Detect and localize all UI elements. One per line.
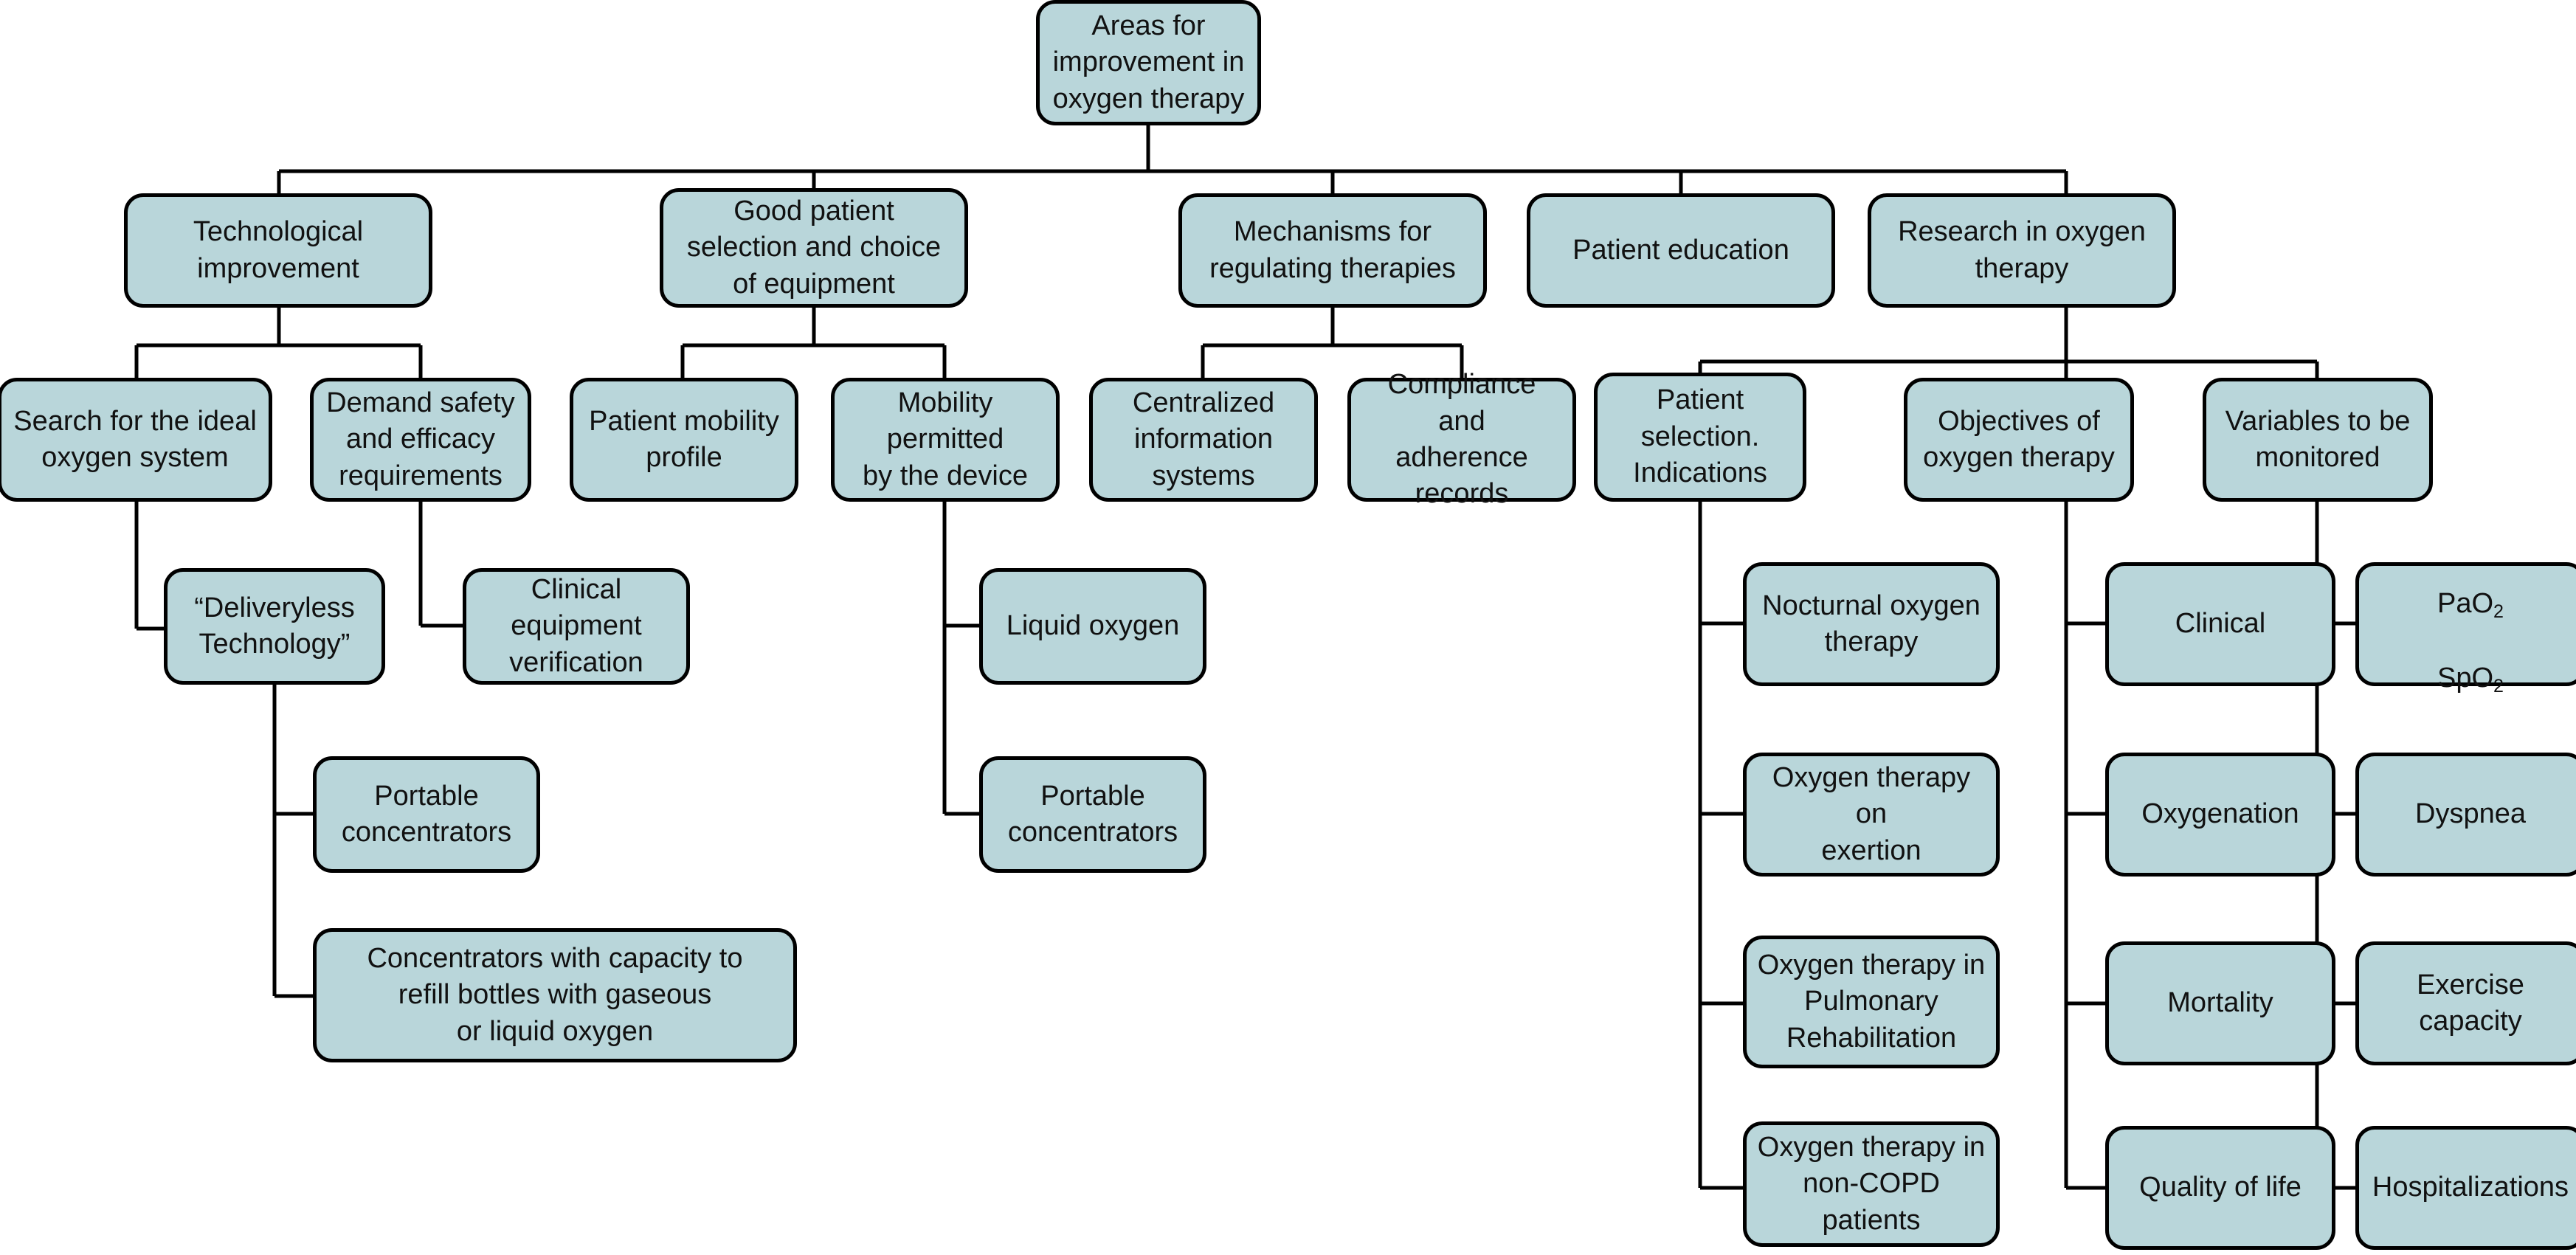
node-patient-education[interactable]: Patient education — [1527, 193, 1835, 308]
node-demand-safety-efficacy[interactable]: Demand safety and efficacy requirements — [310, 378, 531, 502]
node-centralized-information-systems[interactable]: Centralized information systems — [1089, 378, 1318, 502]
node-good-patient-selection-label: Good patient selection and choice of equ… — [686, 195, 942, 300]
node-portable-concentrators-left-label: Portable concentrators — [341, 780, 512, 848]
node-demand-safety-efficacy-label: Demand safety and efficacy requirements — [326, 387, 515, 491]
node-dyspnea-label: Dyspnea — [2415, 798, 2526, 830]
node-exercise-capacity-label: Exercise capacity — [2417, 969, 2524, 1037]
node-concentrators-refill-bottles-label: Concentrators with capacity to refill bo… — [367, 942, 743, 1047]
node-pao2-spo2-label: PaO2 SpO2 — [2366, 550, 2575, 699]
node-centralized-information-systems-label: Centralized information systems — [1132, 387, 1275, 491]
node-exercise-capacity[interactable]: Exercise capacity — [2355, 941, 2576, 1065]
node-portable-concentrators-middle-label: Portable concentrators — [1007, 780, 1178, 848]
node-search-ideal-oxygen-system[interactable]: Search for the ideal oxygen system — [0, 378, 272, 502]
node-objectives-oxygen-therapy[interactable]: Objectives of oxygen therapy — [1904, 378, 2134, 502]
node-mobility-permitted-device-label: Mobility permitted by the device — [863, 387, 1028, 491]
node-nocturnal-oxygen-therapy[interactable]: Nocturnal oxygen therapy — [1743, 562, 2000, 686]
pao2-text: PaO — [2437, 588, 2494, 620]
node-root[interactable]: Areas for improvement in oxygen therapy — [1036, 0, 1261, 125]
node-deliveryless-technology-label: “Deliveryless Technology” — [194, 592, 355, 660]
node-technological-improvement-label: Technological improvement — [193, 216, 364, 284]
node-compliance-adherence-records[interactable]: Compliance and adherence records — [1347, 369, 1576, 509]
node-liquid-oxygen[interactable]: Liquid oxygen — [979, 568, 1206, 685]
node-hospitalizations-label: Hospitalizations — [2372, 1172, 2569, 1203]
node-mechanisms-regulating-therapies[interactable]: Mechanisms for regulating therapies — [1178, 193, 1487, 308]
node-root-label: Areas for improvement in oxygen therapy — [1052, 10, 1245, 114]
node-nocturnal-oxygen-therapy-label: Nocturnal oxygen therapy — [1762, 590, 1981, 657]
node-search-ideal-oxygen-system-label: Search for the ideal oxygen system — [13, 405, 257, 473]
node-patient-selection-indications-label: Patient selection. Indications — [1633, 384, 1767, 489]
node-clinical-label: Clinical — [2175, 608, 2266, 640]
node-quality-of-life[interactable]: Quality of life — [2105, 1126, 2335, 1250]
node-mechanisms-regulating-therapies-label: Mechanisms for regulating therapies — [1209, 216, 1456, 284]
spo2-text: SpO — [2437, 663, 2494, 694]
node-portable-concentrators-left[interactable]: Portable concentrators — [313, 756, 540, 873]
node-clinical-equipment-verification[interactable]: Clinical equipment verification — [463, 568, 690, 685]
node-variables-to-be-monitored-label: Variables to be monitored — [2225, 405, 2411, 473]
node-clinical-equipment-verification-label: Clinical equipment verification — [509, 573, 643, 678]
node-objectives-oxygen-therapy-label: Objectives of oxygen therapy — [1923, 405, 2115, 473]
node-liquid-oxygen-label: Liquid oxygen — [1006, 610, 1180, 642]
node-oxygen-therapy-exertion-label: Oxygen therapy on exertion — [1772, 761, 1971, 866]
node-clinical[interactable]: Clinical — [2105, 562, 2335, 686]
node-patient-mobility-profile-label: Patient mobility profile — [589, 405, 779, 473]
node-hospitalizations[interactable]: Hospitalizations — [2355, 1126, 2576, 1250]
node-compliance-adherence-records-label: Compliance and adherence records — [1387, 369, 1536, 510]
node-variables-to-be-monitored[interactable]: Variables to be monitored — [2203, 378, 2433, 502]
node-oxygenation-label: Oxygenation — [2141, 798, 2299, 830]
node-oxygen-therapy-pulmonary-rehab[interactable]: Oxygen therapy in Pulmonary Rehabilitati… — [1743, 936, 2000, 1068]
node-patient-selection-indications[interactable]: Patient selection. Indications — [1594, 373, 1806, 502]
node-pao2-spo2[interactable]: PaO2 SpO2 — [2355, 562, 2576, 696]
node-good-patient-selection[interactable]: Good patient selection and choice of equ… — [660, 188, 968, 308]
node-patient-education-label: Patient education — [1572, 234, 1789, 266]
node-oxygen-therapy-pulmonary-rehab-label: Oxygen therapy in Pulmonary Rehabilitati… — [1757, 949, 1986, 1054]
node-quality-of-life-label: Quality of life — [2139, 1172, 2302, 1203]
node-technological-improvement[interactable]: Technological improvement — [124, 193, 432, 308]
spo2-subscript: 2 — [2493, 676, 2504, 697]
node-mobility-permitted-device[interactable]: Mobility permitted by the device — [831, 378, 1060, 502]
node-concentrators-refill-bottles[interactable]: Concentrators with capacity to refill bo… — [313, 928, 797, 1062]
node-patient-mobility-profile[interactable]: Patient mobility profile — [570, 378, 798, 502]
pao2-subscript: 2 — [2493, 601, 2504, 623]
node-portable-concentrators-middle[interactable]: Portable concentrators — [979, 756, 1206, 873]
node-mortality[interactable]: Mortality — [2105, 941, 2335, 1065]
node-oxygen-therapy-non-copd-label: Oxygen therapy in non-COPD patients — [1757, 1131, 1986, 1236]
node-research-oxygen-therapy-label: Research in oxygen therapy — [1898, 216, 2146, 284]
node-dyspnea[interactable]: Dyspnea — [2355, 753, 2576, 877]
node-research-oxygen-therapy[interactable]: Research in oxygen therapy — [1868, 193, 2176, 308]
node-oxygenation[interactable]: Oxygenation — [2105, 753, 2335, 877]
node-mortality-label: Mortality — [2167, 987, 2273, 1019]
node-oxygen-therapy-non-copd[interactable]: Oxygen therapy in non-COPD patients — [1743, 1121, 2000, 1247]
node-oxygen-therapy-exertion[interactable]: Oxygen therapy on exertion — [1743, 753, 2000, 877]
node-deliveryless-technology[interactable]: “Deliveryless Technology” — [164, 568, 385, 685]
